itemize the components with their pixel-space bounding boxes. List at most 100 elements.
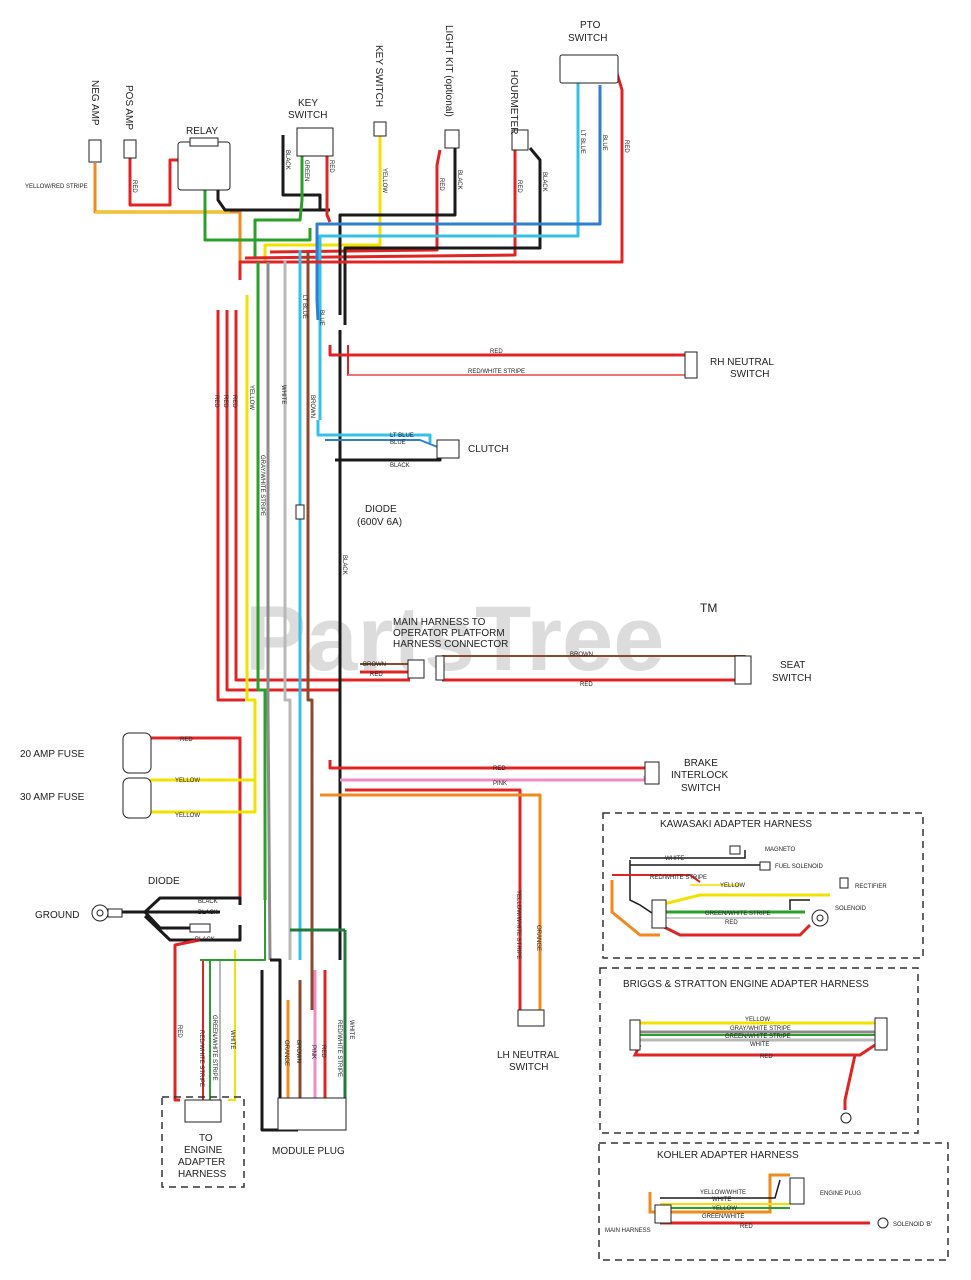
label-key-switch-1: KEY [298, 98, 318, 109]
wl-fuse30-y2: YELLOW [175, 813, 200, 819]
wl-rh-rw: RED/WHITE STRIPE [468, 369, 525, 375]
neg-amp-connector [88, 139, 102, 163]
kohler-box [598, 1142, 949, 1261]
label-eng-4: HARNESS [178, 1169, 227, 1180]
wire-hourmeter-red [244, 150, 517, 260]
wl-key-black: BLACK [284, 150, 290, 170]
wl-trunk-red1: RED [213, 395, 219, 408]
label-hourmeter: HOURMETER [508, 70, 519, 134]
wire-eng-link [200, 900, 266, 961]
wl-mod-white: WHITE [348, 1020, 354, 1039]
wire-brake-red [328, 760, 645, 770]
diode-low-body [189, 923, 211, 933]
ground-ring-inner [96, 909, 104, 917]
wire-mod-black2 [270, 958, 282, 1110]
label-diode-top-1: DIODE [365, 504, 397, 515]
wl-gnd-black2: BLACK [198, 910, 218, 916]
briggs-box [599, 967, 919, 1134]
wl-pto-ltblue: LT BLUE [579, 130, 585, 154]
kohler-title: KOHLER ADAPTER HARNESS [657, 1150, 799, 1161]
label-brake-3: SWITCH [681, 783, 720, 794]
wl-trunk-blue: BLUE [318, 310, 324, 326]
wire-fuse30-yellow2 [150, 760, 257, 814]
seat-switch-body [734, 655, 752, 685]
trunk-red-3 [234, 310, 410, 682]
components [88, 54, 752, 1131]
relay-cap [189, 137, 219, 147]
hourmeter-body [511, 129, 529, 151]
wire-key-green [253, 150, 304, 258]
wl-mod-rw: RED/WHITE STRIPE [336, 1020, 342, 1077]
wl-gnd-black3: BLACK [195, 937, 215, 943]
kawasaki-box [602, 812, 924, 959]
rh-neutral-switch [684, 351, 698, 379]
label-seat-1: SEAT [780, 660, 805, 671]
wl-lk-black: BLACK [456, 170, 462, 190]
wl-mod-pink: PINK [310, 1045, 316, 1059]
label-lh-neutral-2: SWITCH [509, 1062, 548, 1073]
wire-key-red [325, 140, 332, 223]
label-clutch: CLUTCH [468, 444, 509, 455]
label-module-plug: MODULE PLUG [272, 1146, 345, 1157]
wire-ground-black1 [120, 896, 242, 914]
wl-clutch-ltblue: LT BLUE [390, 433, 414, 439]
label-seat-2: SWITCH [772, 673, 811, 684]
wire-keyswitch-yellow [263, 135, 382, 262]
kawasaki-fuel-solenoid: FUEL SOLENOID [775, 864, 823, 870]
label-diode-top-2: (600V 6A) [357, 517, 402, 528]
briggs-parts [629, 1017, 888, 1124]
main-harness-connector-b [435, 655, 445, 681]
wire-relay-black [216, 185, 330, 212]
wl-gnd-black1: BLACK [198, 899, 218, 905]
wire-pto-blue [315, 85, 602, 321]
kawasaki-rw: RED/WHITE STRIPE [650, 875, 707, 881]
wl-trunk-ltblue: LT BLUE [301, 295, 307, 319]
label-light-kit: LIGHT KIT (optional) [443, 25, 454, 117]
wl-black-main: BLACK [341, 555, 347, 575]
label-main-harness-1: MAIN HARNESS TO [393, 617, 486, 628]
wire-ground-black4 [143, 914, 242, 942]
trunk-yellow [245, 295, 257, 760]
wire-eng-red [173, 938, 201, 1102]
wl-pto-red: RED [623, 140, 629, 153]
keyswitch-plug [373, 121, 387, 137]
kohler-engine-plug: ENGINE PLUG [820, 1191, 861, 1197]
wire-lh-orange [320, 793, 542, 1015]
kawasaki-red: RED [725, 920, 738, 926]
kohler-red: RED [740, 1224, 753, 1230]
wl-clutch-blue: BLUE [390, 440, 406, 446]
watermark-tm: TM [700, 601, 717, 615]
wl-mod-brown: BROWN [295, 1040, 301, 1063]
wire-clutch-ltblue [316, 420, 432, 443]
label-fuse-20: 20 AMP FUSE [20, 749, 85, 760]
kawasaki-gw: GREEN/WHITE STRIPE [705, 911, 771, 917]
wire-clutch-blue [325, 439, 441, 449]
engine-plug-body [184, 1099, 222, 1123]
clutch-connector [436, 439, 460, 459]
briggs-red: RED [760, 1054, 773, 1060]
wl-pto-blue: BLUE [601, 135, 607, 151]
briggs-title: BRIGGS & STRATTON ENGINE ADAPTER HARNESS [623, 979, 869, 990]
wl-eng-red: RED [176, 1025, 182, 1038]
dashed-boxes [161, 812, 949, 1261]
wl-brake-red: RED [493, 766, 506, 772]
wl-trunk-white: WHITE [280, 385, 286, 404]
wire-lightkit-red [269, 149, 442, 254]
fuse-20-body [122, 732, 152, 774]
kohler-solenoid-b: SOLENOID 'B' [893, 1222, 932, 1228]
label-eng-2: ENGINE [184, 1145, 223, 1156]
label-main-harness-3: HARNESS CONNECTOR [393, 639, 508, 650]
kohler-white: WHITE [712, 1197, 731, 1203]
wl-trunk-red2: RED [222, 395, 228, 408]
label-eng-1: TO [199, 1133, 213, 1144]
wire-relay-green [203, 185, 312, 242]
wl-brake-pink: PINK [493, 781, 507, 787]
wl-lh-yw: YELLOW/WHITE STRIPE [515, 890, 521, 959]
label-fuse-30: 30 AMP FUSE [20, 792, 85, 803]
trunk-gray [266, 262, 272, 961]
label-rh-neutral-2: SWITCH [730, 369, 769, 380]
kawasaki-yellow: YELLOW [720, 883, 745, 889]
wl-lh-orange: ORANGE [535, 925, 541, 951]
fuse-30-body [122, 777, 152, 819]
